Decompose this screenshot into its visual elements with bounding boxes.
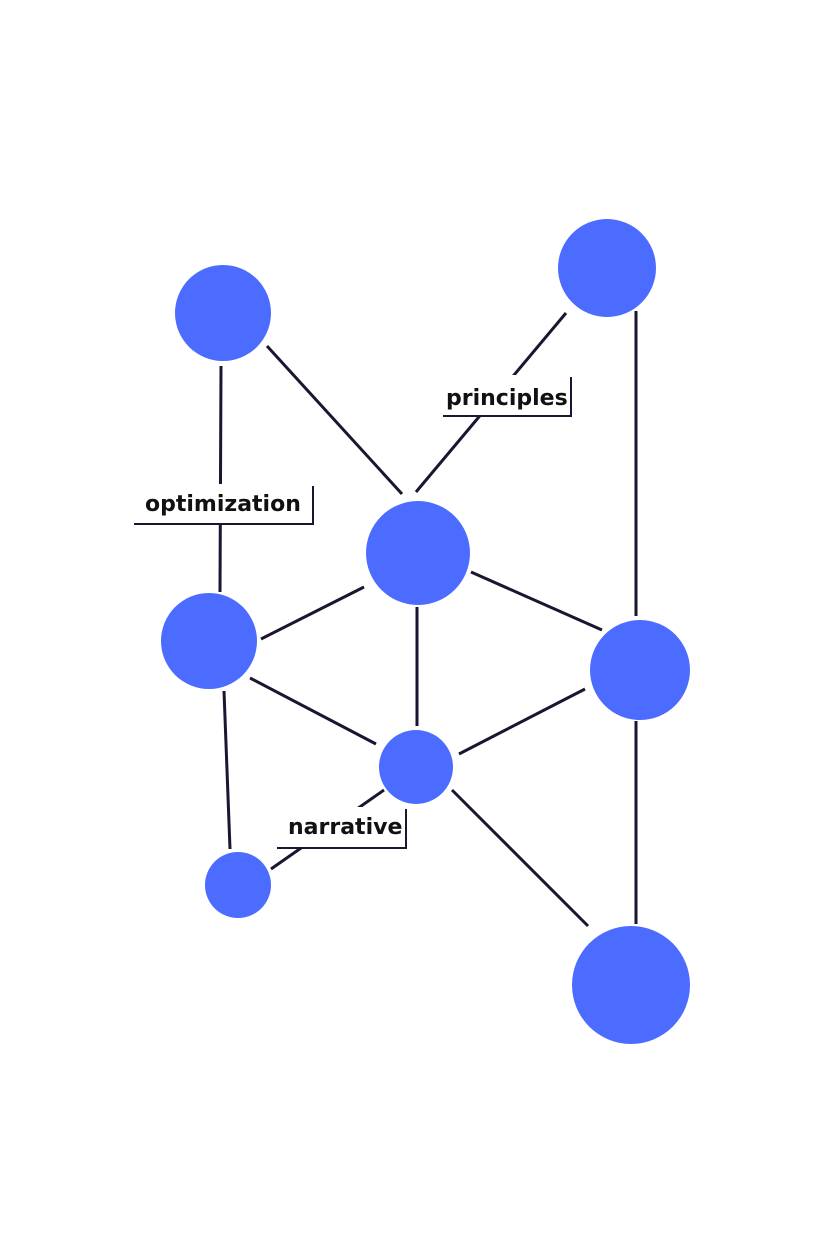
edge-n6-n8 (450, 788, 590, 928)
edge-label-bracket (277, 809, 407, 849)
edge-n5-n6 (458, 687, 586, 756)
node-n5 (590, 620, 690, 720)
node-n2 (558, 219, 656, 317)
node-n4 (161, 593, 257, 689)
node-n7 (205, 852, 271, 918)
node-n6 (379, 730, 453, 804)
edge-label-n2-n3: principles (443, 375, 572, 417)
edge-label-n6-n7: narrative (277, 807, 407, 849)
edge-n1-n3 (265, 344, 404, 496)
labels-layer: optimization principles narrative (134, 375, 572, 849)
edges-layer (218, 311, 638, 928)
edge-label-bracket (443, 377, 572, 417)
node-n1 (175, 265, 271, 361)
nodes-layer (161, 219, 690, 1044)
edge-n1-n4 (218, 365, 223, 593)
edge-n3-n5 (470, 570, 603, 632)
edge-n4-n6 (249, 676, 377, 746)
edge-label-background (443, 375, 571, 416)
edge-label-n1-n4: optimization (134, 484, 314, 525)
edge-label-background (134, 484, 313, 524)
edge-label-background (277, 807, 406, 848)
node-n3 (366, 501, 470, 605)
node-n8 (572, 926, 690, 1044)
edge-n3-n4 (260, 585, 365, 641)
edge-n4-n7 (222, 690, 232, 850)
edge-label-text: narrative (288, 815, 402, 840)
edge-label-bracket (134, 486, 314, 525)
edge-label-text: principles (446, 386, 568, 411)
edge-label-text: optimization (145, 492, 301, 517)
